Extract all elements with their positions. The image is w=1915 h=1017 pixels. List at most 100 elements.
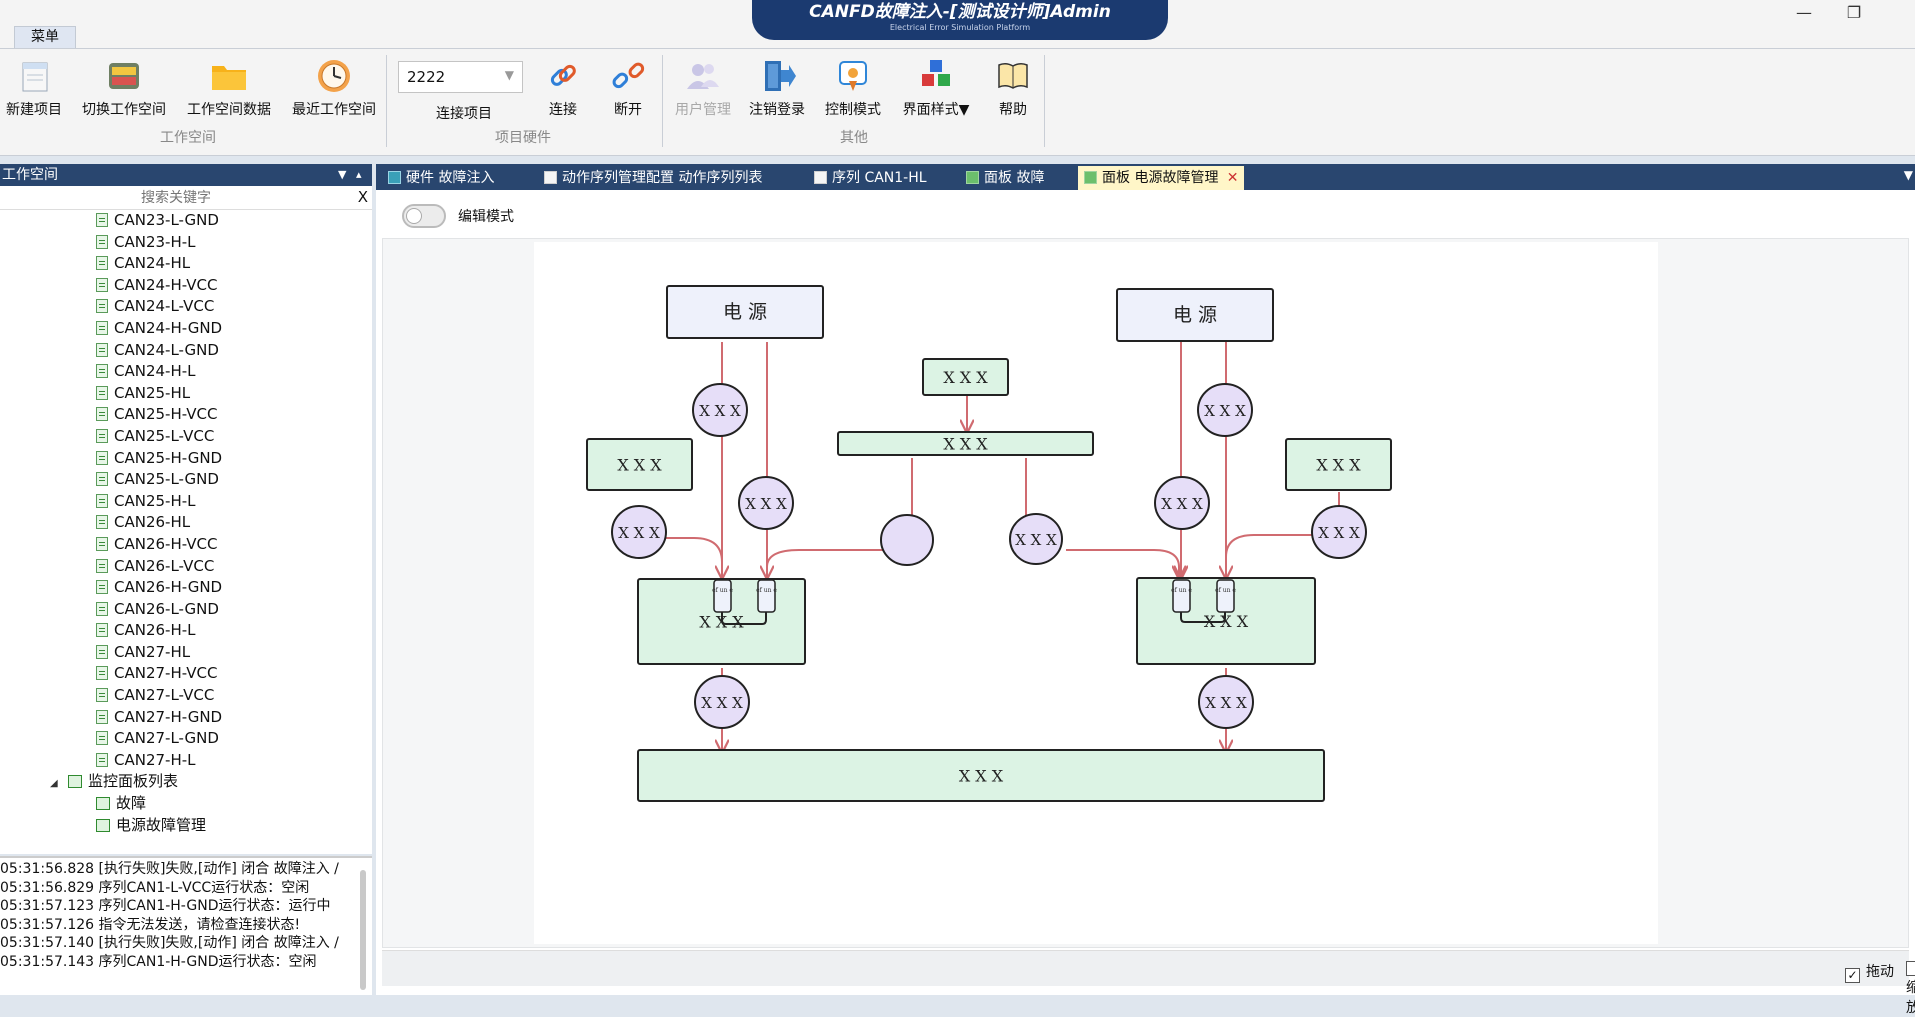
user-management-button[interactable]: 用户管理: [670, 57, 736, 119]
new-project-button[interactable]: 新建项目: [2, 57, 66, 119]
minimize-icon[interactable]: —: [1796, 3, 1812, 22]
tree-item[interactable]: CAN25-H-L: [0, 491, 356, 513]
tree-item[interactable]: CAN27-H-L: [0, 750, 356, 772]
power-supply-left: [666, 285, 824, 339]
tree-item[interactable]: CAN24-HL: [0, 253, 356, 275]
tree-item[interactable]: CAN27-H-GND: [0, 707, 356, 729]
clear-search-button[interactable]: X: [357, 188, 368, 206]
tab-sequence-can1-hl[interactable]: 序列 CAN1-HL: [808, 166, 927, 190]
tree-item-label: CAN23-L-GND: [114, 211, 219, 229]
tree-item[interactable]: CAN23-H-L: [0, 232, 356, 254]
collapse-triangle-icon[interactable]: ◢: [50, 778, 58, 790]
tree-item[interactable]: CAN26-L-GND: [0, 599, 356, 621]
tab-label: 硬件 故障注入: [406, 170, 495, 186]
project-select[interactable]: 2222 ▼: [398, 61, 523, 93]
editor-status-bar: ✓拖动 缩放: [382, 950, 1915, 1016]
connect-project-button[interactable]: 连接项目: [424, 103, 504, 123]
tree-item[interactable]: CAN26-H-GND: [0, 577, 356, 599]
switch-node-label: X X X: [618, 524, 660, 542]
tab-action-sequence-list[interactable]: 动作序列管理配置 动作序列列表: [538, 166, 762, 190]
sequence-icon: [96, 320, 108, 335]
switch-workspace-label: 切换工作空间: [82, 102, 166, 118]
tree-item[interactable]: CAN25-H-GND: [0, 448, 356, 470]
tree-item[interactable]: CAN23-L-GND: [0, 210, 356, 232]
tree-item[interactable]: CAN26-H-VCC: [0, 534, 356, 556]
tab-panel-power-fault-management[interactable]: 面板 电源故障管理 ✕: [1078, 166, 1245, 190]
connector-pin-label: ef un e: [1171, 587, 1192, 594]
tree-item[interactable]: CAN25-H-VCC: [0, 404, 356, 426]
switch-node: [738, 476, 794, 530]
tree-item[interactable]: CAN27-L-VCC: [0, 685, 356, 707]
tree-item[interactable]: CAN24-L-GND: [0, 340, 356, 362]
tree-item-panel[interactable]: 故障: [0, 793, 356, 815]
zoom-checkbox[interactable]: 缩放: [1906, 961, 1915, 1017]
sequence-icon: [96, 407, 108, 422]
sequence-icon: [96, 731, 108, 746]
tree-item[interactable]: CAN26-H-L: [0, 620, 356, 642]
tree-group-panels[interactable]: ◢ 监控面板列表: [0, 771, 356, 793]
switch-workspace-button[interactable]: 切换工作空间: [76, 57, 172, 119]
panel-splitter[interactable]: [372, 164, 376, 995]
user-management-label: 用户管理: [675, 102, 731, 118]
tree-item[interactable]: CAN27-H-VCC: [0, 663, 356, 685]
menu-tab[interactable]: 菜单: [14, 26, 76, 48]
edit-mode-toggle[interactable]: [402, 204, 446, 228]
tree-item-panel[interactable]: 电源故障管理: [0, 815, 356, 837]
switch-node-label: X X X: [1204, 402, 1246, 420]
panel-dropdown-icon[interactable]: ▼: [338, 168, 347, 181]
tree-item[interactable]: CAN26-HL: [0, 512, 356, 534]
tree-item-label: CAN25-L-GND: [114, 470, 219, 489]
tree-item[interactable]: CAN25-HL: [0, 383, 356, 405]
tree-item[interactable]: CAN24-H-GND: [0, 318, 356, 340]
pin-icon[interactable]: ▴: [356, 168, 362, 181]
switch-node: [1198, 675, 1254, 729]
tree-item[interactable]: CAN24-H-L: [0, 361, 356, 383]
tree-item[interactable]: CAN24-L-VCC: [0, 296, 356, 318]
new-project-icon: [14, 57, 54, 95]
help-book-icon: [993, 57, 1033, 95]
disconnect-button[interactable]: 断开: [603, 57, 653, 119]
tree-item[interactable]: CAN26-L-VCC: [0, 556, 356, 578]
tab-panel-fault[interactable]: 面板 故障: [960, 166, 1044, 190]
workspace-data-button[interactable]: 工作空间数据: [182, 57, 276, 119]
tree-item-label: CAN26-L-VCC: [114, 556, 215, 575]
control-mode-button[interactable]: 控制模式: [818, 57, 888, 119]
recent-workspace-button[interactable]: 最近工作空间: [286, 57, 382, 119]
sequence-icon: [96, 450, 108, 465]
switch-node-label: X X X: [745, 495, 787, 513]
log-scrollbar[interactable]: [360, 870, 366, 990]
tree-group-label: 监控面板列表: [88, 772, 179, 791]
connector-pin: [1216, 579, 1235, 613]
close-icon[interactable]: ✕: [1226, 170, 1239, 186]
tree-item[interactable]: CAN27-L-GND: [0, 728, 356, 750]
tree-item-label: CAN26-H-GND: [114, 578, 223, 597]
tree-item-label: CAN23-H-L: [114, 232, 196, 251]
log-line: 05:31:56.829 序列CAN1-L-VCC运行状态：空闲: [0, 879, 310, 896]
switch-node-label: X X X: [701, 694, 743, 712]
logout-button[interactable]: 注销登录: [744, 57, 810, 119]
sequence-icon: [96, 752, 108, 767]
help-button[interactable]: 帮助: [990, 57, 1036, 119]
workspace-title: 工作空间: [2, 167, 58, 183]
tab-overflow-icon[interactable]: ▼: [1903, 168, 1913, 182]
switch-node: [692, 383, 748, 437]
tree-item-label: CAN27-L-VCC: [114, 686, 215, 705]
workspace-data-label: 工作空间数据: [187, 102, 271, 118]
zoom-label: 缩放: [1906, 980, 1915, 1016]
connect-button[interactable]: 连接: [538, 57, 588, 119]
restore-icon[interactable]: ❐: [1846, 3, 1862, 22]
drag-checkbox[interactable]: ✓拖动: [1845, 961, 1894, 983]
module-right-label: X X X: [1204, 612, 1249, 631]
tree-item[interactable]: CAN27-HL: [0, 642, 356, 664]
connect-project-label: 连接项目: [436, 106, 492, 122]
search-input[interactable]: [0, 188, 352, 208]
tree-item[interactable]: CAN25-L-GND: [0, 469, 356, 491]
sequence-icon: [96, 601, 108, 616]
tree-item[interactable]: CAN24-H-VCC: [0, 275, 356, 297]
tree-item[interactable]: CAN25-L-VCC: [0, 426, 356, 448]
tab-hardware-fault-injection[interactable]: 硬件 故障注入: [382, 166, 494, 190]
ui-style-button[interactable]: 界面样式▼: [896, 57, 976, 119]
